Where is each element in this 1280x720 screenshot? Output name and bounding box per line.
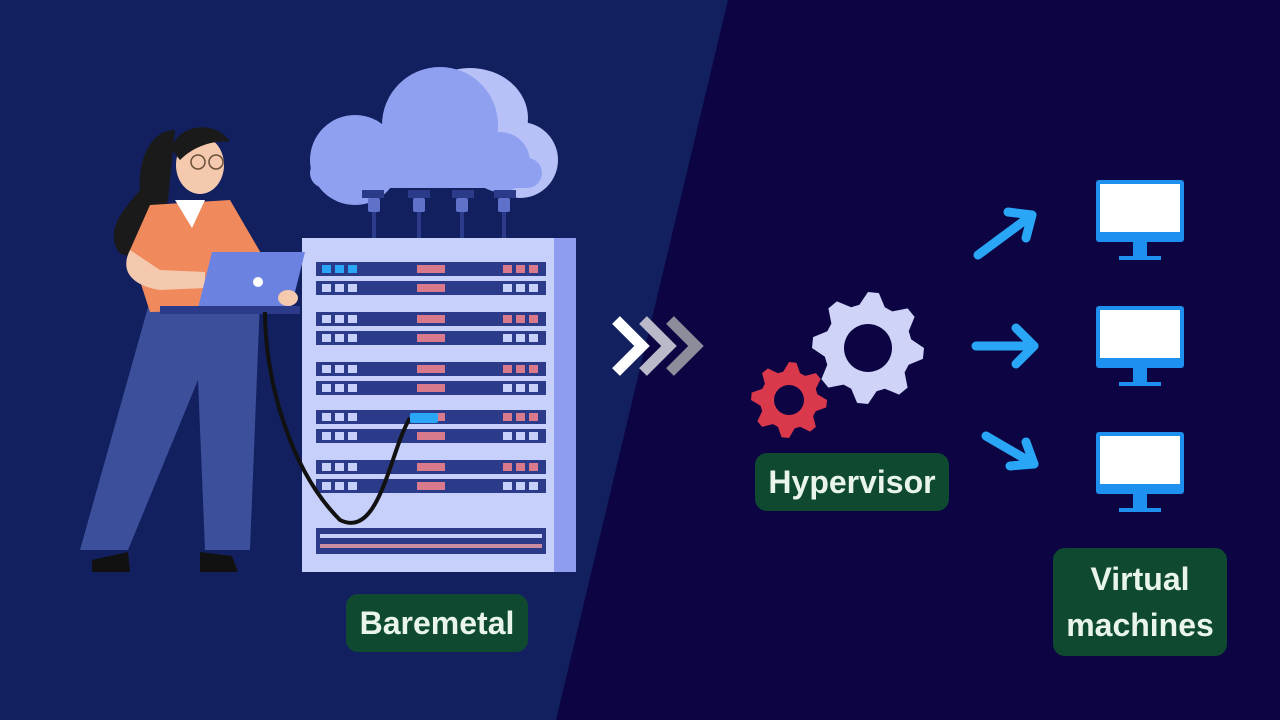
server-rack-icon (302, 238, 576, 572)
gear-icon (751, 362, 827, 438)
woman-with-laptop-illustration (80, 127, 438, 572)
baremetal-label: Baremetal (346, 594, 528, 652)
chevron-arrows-icon (612, 316, 704, 376)
hypervisor-label: Hypervisor (755, 453, 949, 511)
monitor-icon (1096, 306, 1184, 386)
cloud-icon (310, 67, 558, 240)
arrow-icon (971, 323, 1039, 369)
gear-icon (812, 292, 924, 404)
virtual-machines-label-line1: Virtual (1090, 560, 1190, 597)
arrow-icon (973, 207, 1037, 260)
monitor-icon (1096, 180, 1184, 260)
virtual-machines-label-line2: machines (1066, 607, 1214, 643)
arrow-icon (981, 431, 1039, 471)
virtual-machines-label: Virtual machines (1053, 548, 1227, 656)
monitor-icon (1096, 432, 1184, 512)
